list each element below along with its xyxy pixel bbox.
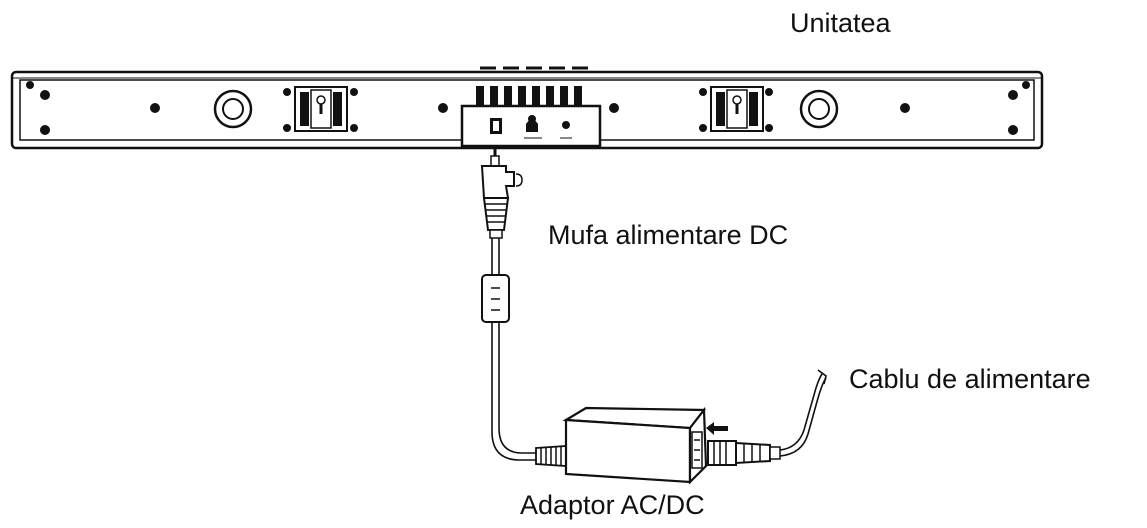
heatsink-fins — [476, 86, 582, 106]
adapter-label: Adaptor AC/DC — [520, 490, 705, 520]
screw-holes — [26, 81, 1030, 135]
wall-bracket-right — [710, 86, 764, 132]
unit-label: Unitatea — [790, 8, 891, 38]
round-foot-right — [799, 89, 839, 129]
dc-cable — [491, 238, 540, 461]
connection-panel — [460, 104, 602, 148]
ferrite-core — [481, 274, 510, 323]
power-cable-plug — [707, 440, 781, 466]
dc-plug — [480, 146, 523, 239]
soundbar-unit — [10, 66, 1044, 150]
dc-plug-label: Mufa alimentare DC — [548, 220, 789, 250]
ac-dc-adapter — [535, 406, 708, 485]
insert-arrow-icon — [706, 422, 728, 435]
round-foot-left — [213, 89, 253, 129]
wall-bracket-left — [294, 86, 348, 132]
power-cable — [779, 369, 827, 457]
power-cable-label: Cablu de alimentare — [849, 364, 1091, 394]
